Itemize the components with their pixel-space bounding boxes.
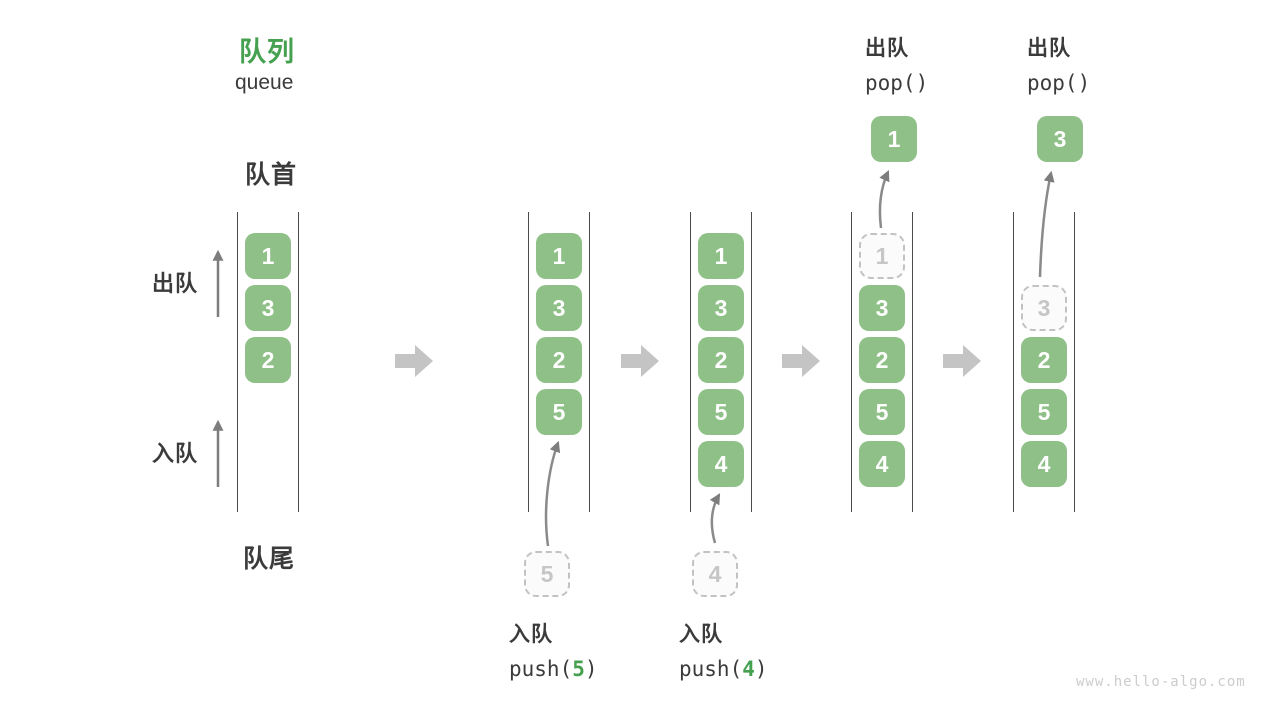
enqueue-item-pending: 4 (692, 551, 738, 597)
pop-operation-label: 出队 pop() (1027, 32, 1090, 95)
queue-item: 4 (859, 441, 905, 487)
enqueue-side-label: 入队 (152, 441, 199, 466)
queue-item: 1 (698, 233, 744, 279)
pop-zh-label: 出队 (1027, 37, 1071, 60)
pop-zh-label: 出队 (865, 37, 909, 60)
popped-item: 3 (1037, 116, 1083, 162)
queue-item: 1 (245, 233, 291, 279)
queue-item: 2 (859, 337, 905, 383)
queue-item-removed: 1 (859, 233, 905, 279)
push-arg: 4 (742, 657, 755, 681)
queue-item-removed: 3 (1021, 285, 1067, 331)
queue-item: 2 (1021, 337, 1067, 383)
pop-operation-label: 出队 pop() (865, 32, 928, 95)
queue-item: 4 (1021, 441, 1067, 487)
queue-item: 5 (536, 389, 582, 435)
queue-front-label: 队首 (245, 161, 298, 189)
flow-arrow-icon (782, 345, 820, 377)
queue-item: 5 (698, 389, 744, 435)
diagram-subtitle: queue (235, 71, 294, 94)
queue-item: 3 (859, 285, 905, 331)
push-code-label: push(5) (509, 657, 598, 681)
queue-container-3 (690, 212, 752, 512)
queue-item: 2 (245, 337, 291, 383)
enqueue-item-pending: 5 (524, 551, 570, 597)
push-operation-label: 入队 push(5) (509, 618, 598, 681)
queue-item: 1 (536, 233, 582, 279)
queue-item: 3 (536, 285, 582, 331)
flow-arrow-icon (395, 345, 433, 377)
push-zh-label: 入队 (679, 623, 723, 646)
dequeue-side-label: 出队 (152, 271, 199, 296)
push-arg: 5 (572, 657, 585, 681)
pop-code-label: pop() (1027, 71, 1091, 95)
push-zh-label: 入队 (509, 623, 553, 646)
queue-item: 2 (536, 337, 582, 383)
popped-item: 1 (871, 116, 917, 162)
push-operation-label: 入队 push(4) (679, 618, 768, 681)
queue-item: 5 (859, 389, 905, 435)
pop-code-label: pop() (865, 71, 929, 95)
queue-item: 3 (698, 285, 744, 331)
diagram-title: 队列 (239, 37, 295, 67)
push-code-label: push(4) (679, 657, 768, 681)
queue-item: 2 (698, 337, 744, 383)
flow-arrow-icon (621, 345, 659, 377)
queue-rear-label: 队尾 (243, 545, 296, 573)
queue-item: 3 (245, 285, 291, 331)
queue-container-5 (1013, 212, 1075, 512)
watermark: www.hello-algo.com (1076, 674, 1246, 690)
queue-container-2 (528, 212, 590, 512)
flow-arrow-icon (943, 345, 981, 377)
queue-container-4 (851, 212, 913, 512)
queue-item: 4 (698, 441, 744, 487)
queue-container-1 (237, 212, 299, 512)
queue-item: 5 (1021, 389, 1067, 435)
